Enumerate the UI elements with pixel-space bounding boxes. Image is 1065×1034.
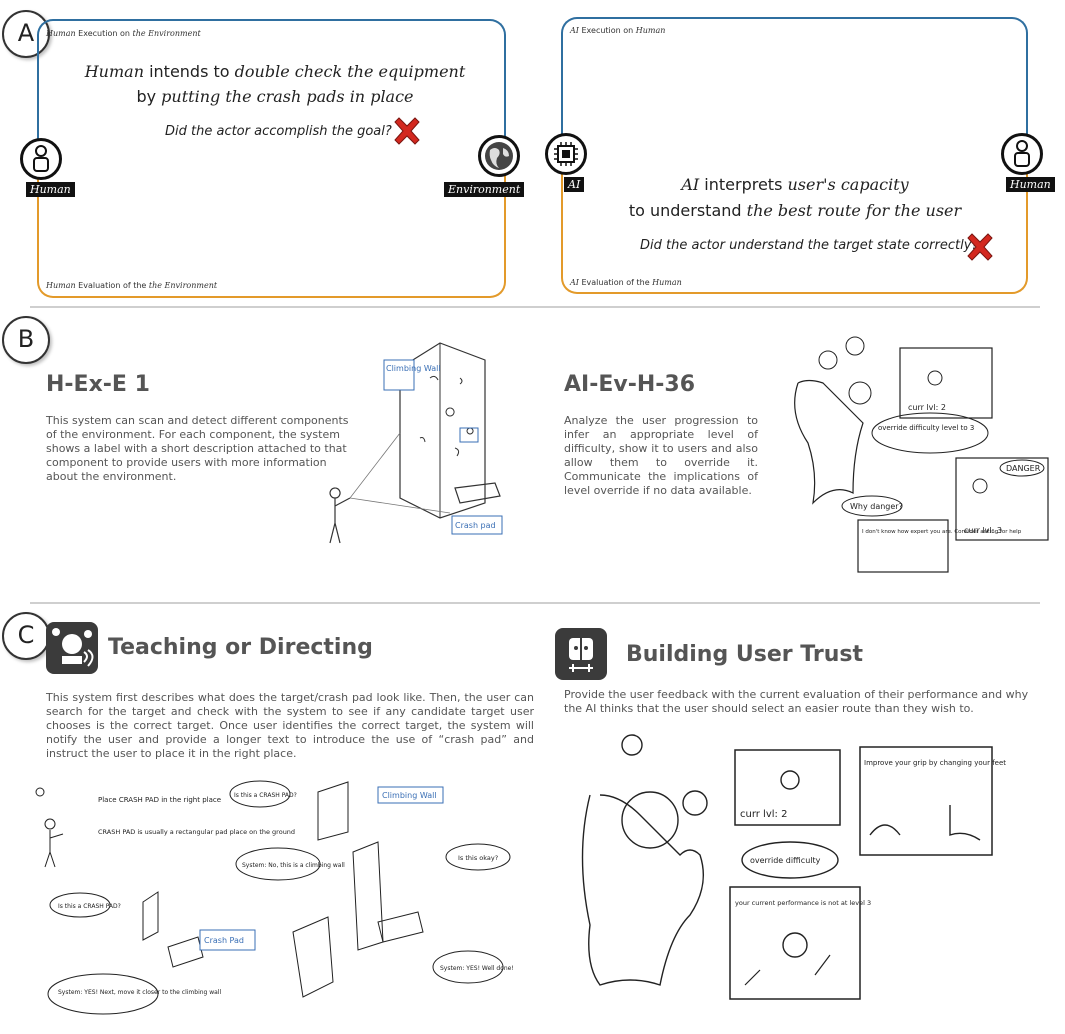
left-evaluation-caption: Human Evaluation of the the Environment [46, 281, 218, 290]
curr-lvl-text-c: curr lvl: 2 [740, 809, 787, 820]
human-actor-right-icon [1001, 133, 1043, 175]
panel-c-right-title: Building User Trust [626, 642, 863, 667]
danger-text: DANGER [1006, 464, 1041, 473]
s3a-text: System: YES! Next, move it closer to the… [58, 989, 221, 996]
human-actor-icon [20, 138, 62, 180]
left-intent-line1: Human intends to double check the equipm… [84, 62, 466, 81]
s2q-text: Is this a CRASH PAD? [234, 792, 297, 799]
climbing-wall-sketch: Climbing Wall Crash pad [320, 338, 530, 550]
right-evaluation-caption: AI Evaluation of the Human [570, 278, 682, 287]
trust-feedback-sketch: curr lvl: 2 Improve your grip by changin… [560, 725, 1052, 1025]
right-cross-icon [967, 233, 993, 261]
performance-text: your current performance is not at level… [735, 899, 871, 907]
curr-lvl-3-text: curr lvl: 3 [964, 526, 1002, 535]
ai-actor-label: AI [564, 177, 585, 192]
panel-b-right-text: Analyze the user progression to infer an… [564, 414, 758, 497]
right-intent-line2: to understand the best route for the use… [628, 201, 962, 220]
panel-b-left-text: This system can scan and detect differen… [46, 414, 349, 483]
s5q-text: Is this okay? [458, 854, 498, 862]
dont-know-text: I don't know how expert you are. Conside… [862, 529, 1022, 535]
s2a-text: System: No, this is a climbing wall [242, 862, 345, 869]
right-question: Did the actor understand the target stat… [640, 238, 979, 253]
wall-label-c: Climbing Wall [382, 791, 437, 800]
grip-text: Improve your grip by changing your feet [864, 759, 1006, 767]
panel-c-left-title: Teaching or Directing [108, 635, 373, 660]
panel-b-left-title: H-Ex-E 1 [46, 372, 150, 397]
ai-chip-icon [545, 133, 587, 175]
panel-b-label: B [2, 316, 50, 364]
divider-a-b [30, 306, 1040, 308]
override-difficulty-text: override difficulty [750, 856, 821, 865]
s1b-text: CRASH PAD is usually a rectangular pad p… [98, 828, 295, 836]
left-cross-icon [394, 117, 420, 145]
left-execution-box [37, 19, 506, 158]
why-danger-text: Why danger? [850, 502, 903, 511]
override-text: override difficulty level to 3 [878, 424, 974, 432]
teaching-icon [46, 622, 98, 674]
panel-c-label: C [2, 612, 50, 660]
pad-label-c: Crash Pad [204, 936, 244, 945]
human-actor-label: Human [26, 182, 75, 197]
right-execution-box [561, 17, 1028, 154]
globe-icon [478, 135, 520, 177]
teaching-storyboard-sketch: Place CRASH PAD in the right place CRASH… [28, 772, 538, 1030]
s5a-text: System: YES! Well done! [440, 965, 514, 972]
divider-b-c [30, 602, 1040, 604]
panel-c-right-text: Provide the user feedback with the curre… [564, 688, 1029, 715]
left-evaluation-box [37, 158, 506, 298]
panel-c-left-text: This system first describes what does th… [46, 691, 534, 760]
wall-tag-text: Climbing Wall [386, 364, 441, 373]
left-execution-caption: Human Execution on the Environment [46, 29, 201, 38]
difficulty-override-sketch: curr lvl: 2 override difficulty level to… [780, 328, 1055, 578]
curr-lvl-2-text: curr lvl: 2 [908, 403, 946, 412]
left-intent-line2: by putting the crash pads in place [136, 87, 414, 106]
s1a-text: Place CRASH PAD in the right place [98, 796, 221, 804]
panel-b-right-title: AI-Ev-H-36 [564, 372, 696, 397]
right-intent-line1: AI interprets user's capacity [681, 175, 909, 194]
right-evaluation-box [561, 154, 1028, 294]
trust-icon [555, 628, 607, 680]
s3q-text: Is this a CRASH PAD? [58, 903, 121, 910]
human-right-actor-label: Human [1006, 177, 1055, 192]
left-question: Did the actor accomplish the goal? [165, 124, 392, 139]
pad-tag-text: Crash pad [455, 521, 496, 530]
environment-actor-label: Environment [444, 182, 525, 197]
right-execution-caption: AI Execution on Human [570, 26, 666, 35]
